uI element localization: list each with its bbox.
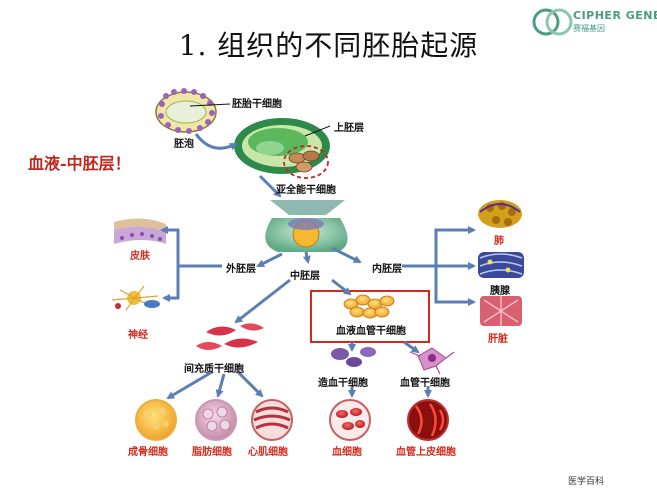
nerve-cells-icon — [111, 285, 160, 311]
hemangioblast-cells-icon — [343, 294, 395, 319]
watermark: 医学百科 — [568, 477, 605, 487]
label-mesoderm: 中胚层 — [290, 271, 320, 282]
blastocyst-icon — [155, 88, 231, 134]
label-adipocyte: 脂肪细胞 — [192, 447, 232, 458]
label-mesenchymal: 间充质干细胞 — [184, 364, 244, 375]
label-embryo-stem: 胚胎干细胞 — [232, 99, 282, 110]
pluripotent-cells-icon — [283, 145, 329, 179]
label-pluripotent: 亚全能干细胞 — [276, 185, 336, 196]
hematopoietic-cells-icon — [331, 347, 376, 367]
gastrula-icon — [265, 200, 348, 252]
pancreas-tissue-icon — [478, 252, 524, 278]
adipocyte-icon — [195, 399, 237, 441]
logo-icon — [532, 8, 573, 36]
hemangioblast-highlight-box — [310, 290, 430, 343]
label-hematopoietic: 造血干细胞 — [318, 378, 368, 389]
arrow-blastocyst — [194, 133, 238, 151]
label-blastocyst: 胚泡 — [174, 139, 194, 150]
logo-text: CIPHER GENE — [573, 9, 657, 22]
liver-tissue-icon — [480, 296, 522, 326]
osteoblast-icon — [135, 399, 177, 441]
embryo-disc-icon — [234, 118, 331, 174]
blood-cell-icon — [329, 399, 371, 441]
label-epiblast: 上胚层 — [334, 123, 364, 134]
label-lung: 肺 — [494, 236, 504, 247]
vascular-stem-cells-icon — [409, 347, 455, 375]
label-ectoderm: 外胚层 — [226, 264, 256, 275]
endothelial-cell-icon — [407, 399, 449, 441]
arrow-set — [160, 174, 476, 400]
label-endoderm: 内胚层 — [372, 264, 402, 275]
label-blood-cell: 血细胞 — [332, 447, 362, 458]
label-vascular-stem: 血管干细胞 — [400, 378, 450, 389]
label-skin: 皮肤 — [130, 251, 150, 262]
skin-tissue-icon — [114, 218, 166, 244]
label-cardiomyocyte: 心肌细胞 — [248, 447, 288, 458]
label-nerve: 神经 — [128, 330, 148, 341]
lung-tissue-icon — [478, 200, 522, 228]
logo-subtext: 赛福基因 — [573, 24, 605, 33]
highlight-note: 血液-中胚层！ — [28, 154, 131, 173]
slide-title: 1. 组织的不同胚胎起源 — [178, 29, 479, 62]
label-osteoblast: 成骨细胞 — [128, 447, 168, 458]
cardiomyocyte-icon — [251, 399, 293, 441]
mesenchymal-cells-icon — [196, 323, 264, 350]
label-endothelial: 血管上皮细胞 — [396, 447, 456, 458]
label-hemangioblast: 血液血管干细胞 — [336, 326, 406, 337]
label-liver: 肝脏 — [488, 334, 508, 345]
label-pancreas: 胰腺 — [490, 286, 510, 297]
